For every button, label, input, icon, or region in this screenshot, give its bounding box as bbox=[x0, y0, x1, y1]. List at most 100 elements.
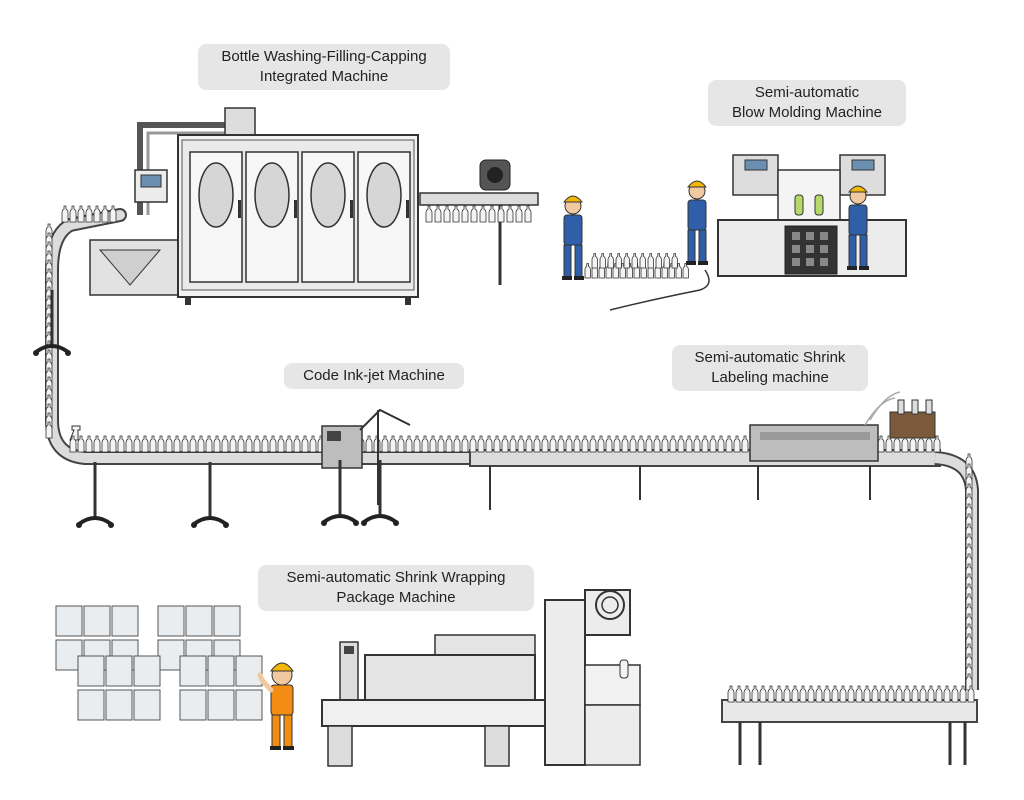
label-line: Code Ink-jet Machine bbox=[303, 367, 445, 384]
bottle bbox=[871, 685, 879, 703]
bottle bbox=[653, 435, 661, 453]
bottle-pack bbox=[105, 689, 133, 721]
bottle bbox=[743, 685, 751, 703]
bottle bbox=[965, 473, 973, 491]
washing-filling-capping-machine bbox=[89, 107, 539, 305]
bottle bbox=[965, 633, 973, 651]
bottle bbox=[783, 685, 791, 703]
bottle bbox=[109, 205, 117, 223]
worker-1 bbox=[561, 195, 585, 281]
bottle bbox=[525, 435, 533, 453]
bottle bbox=[965, 453, 973, 471]
bottle bbox=[141, 435, 149, 453]
bottle bbox=[847, 685, 855, 703]
bottle bbox=[965, 653, 973, 671]
bottle bbox=[157, 435, 165, 453]
bottle bbox=[397, 435, 405, 453]
bottle bbox=[488, 205, 496, 223]
bottle bbox=[631, 253, 638, 269]
bottle bbox=[887, 685, 895, 703]
bottle bbox=[477, 435, 485, 453]
bottle bbox=[613, 435, 621, 453]
bottle bbox=[935, 685, 943, 703]
bottle-pack bbox=[133, 689, 161, 721]
label-line: Integrated Machine bbox=[259, 68, 389, 85]
label-line: Semi-automatic Shrink Wrapping bbox=[286, 569, 506, 586]
bottle bbox=[509, 435, 517, 453]
bottle-pile bbox=[584, 253, 689, 279]
bottle bbox=[109, 435, 117, 453]
bottle-pack bbox=[55, 605, 83, 637]
bottle bbox=[533, 435, 541, 453]
bottle bbox=[967, 685, 975, 703]
bottle bbox=[911, 685, 919, 703]
bottle-pack bbox=[105, 655, 133, 687]
bottle bbox=[405, 435, 413, 453]
bottle bbox=[615, 253, 622, 269]
bottle bbox=[93, 435, 101, 453]
bottle bbox=[607, 253, 614, 269]
bottle bbox=[101, 205, 109, 223]
bottle bbox=[682, 263, 689, 279]
packaged-bottles bbox=[55, 605, 263, 721]
bottle bbox=[461, 435, 469, 453]
bottle bbox=[671, 253, 678, 269]
bottle bbox=[669, 435, 677, 453]
label-washing-machine: Bottle Washing-Filling-Capping Integrate… bbox=[198, 44, 450, 90]
bottle bbox=[965, 483, 973, 501]
bottle bbox=[133, 435, 141, 453]
worker-2 bbox=[685, 180, 709, 266]
bottle bbox=[69, 205, 77, 223]
shrink-labeling-machine bbox=[749, 391, 936, 462]
bottle bbox=[965, 613, 973, 631]
bottle bbox=[501, 435, 509, 453]
bottle bbox=[584, 263, 591, 279]
bottle bbox=[751, 685, 759, 703]
bottle bbox=[639, 253, 646, 269]
bottle bbox=[413, 435, 421, 453]
bottle bbox=[965, 513, 973, 531]
label-wrapping-machine: Semi-automatic Shrink Wrapping Package M… bbox=[258, 565, 534, 611]
bottle-pack bbox=[207, 689, 235, 721]
bottle bbox=[381, 435, 389, 453]
bottle bbox=[637, 435, 645, 453]
bottle bbox=[245, 435, 253, 453]
bottle bbox=[549, 435, 557, 453]
bottle bbox=[524, 205, 532, 223]
bottle bbox=[421, 435, 429, 453]
bottle bbox=[677, 435, 685, 453]
blow-molding-machine bbox=[717, 154, 907, 277]
bottle bbox=[965, 583, 973, 601]
bottle bbox=[621, 435, 629, 453]
bottle-pack bbox=[83, 605, 111, 637]
bottle bbox=[205, 435, 213, 453]
bottle bbox=[389, 435, 397, 453]
bottle bbox=[965, 623, 973, 641]
bottle-pack bbox=[207, 655, 235, 687]
bottle bbox=[965, 523, 973, 541]
label-line: Blow Molding Machine bbox=[731, 104, 883, 121]
bottle bbox=[605, 435, 613, 453]
bottle bbox=[877, 435, 885, 453]
bottle bbox=[965, 543, 973, 561]
bottle bbox=[573, 435, 581, 453]
bottle bbox=[581, 435, 589, 453]
code-inkjet-machine bbox=[319, 408, 411, 528]
bottle bbox=[497, 205, 505, 223]
bottle bbox=[517, 435, 525, 453]
conveyor-stands bbox=[31, 288, 967, 765]
bottle bbox=[831, 685, 839, 703]
bottle bbox=[591, 253, 598, 269]
worker-4 bbox=[257, 662, 294, 750]
bottle bbox=[903, 685, 911, 703]
bottle bbox=[181, 435, 189, 453]
bottle bbox=[452, 205, 460, 223]
bottle bbox=[951, 685, 959, 703]
bottle bbox=[173, 435, 181, 453]
bottle bbox=[965, 573, 973, 591]
label-line: Package Machine bbox=[336, 589, 456, 606]
bottle bbox=[165, 435, 173, 453]
bottle bbox=[767, 685, 775, 703]
bottle bbox=[645, 435, 653, 453]
bottle bbox=[597, 435, 605, 453]
